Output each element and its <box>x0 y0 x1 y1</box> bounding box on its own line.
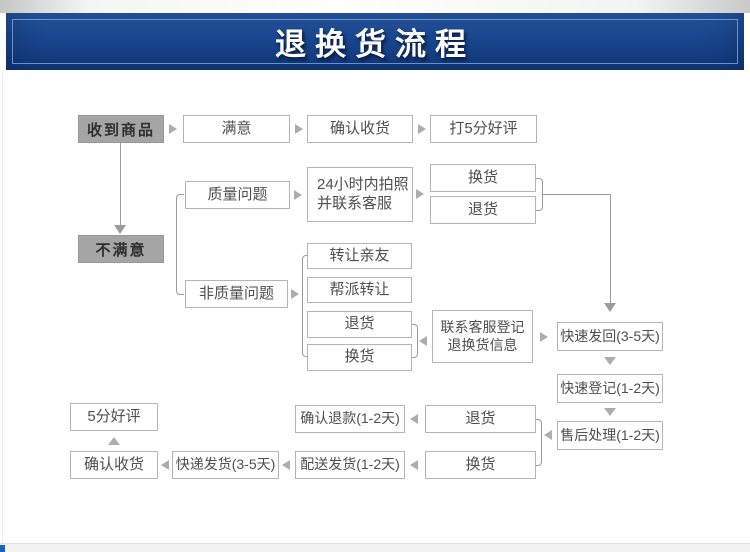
connector-line <box>120 143 121 225</box>
node-quality-issue: 质量问题 <box>185 181 290 209</box>
node-return-quality: 退货 <box>430 196 536 224</box>
node-unsatisfied: 不满意 <box>78 235 164 263</box>
arrow-left-icon <box>544 430 552 440</box>
arrow-left-icon <box>282 460 290 470</box>
bottom-blue-accent <box>0 545 5 552</box>
arrow-left-icon <box>419 336 427 346</box>
node-express-ship: 快递发货(3-5天) <box>172 451 279 479</box>
arrow-left-icon <box>410 414 418 424</box>
node-photo-24h-line2: 并联系客服 <box>317 194 393 212</box>
node-gang-transfer: 帮派转让 <box>307 277 412 303</box>
node-confirm-refund: 确认退款(1-2天) <box>295 405 405 433</box>
arrow-down-icon <box>604 357 616 365</box>
arrow-down-icon <box>604 303 616 312</box>
node-five-star-top: 打5分好评 <box>430 115 537 143</box>
node-five-star-bottom: 5分好评 <box>70 403 158 431</box>
node-dispatch-ship: 配送发货(1-2天) <box>295 451 405 479</box>
node-after-sales: 售后处理(1-2天) <box>557 421 663 450</box>
node-satisfied: 满意 <box>183 115 290 143</box>
node-return-bottom: 退货 <box>425 405 536 433</box>
arrow-right-icon <box>416 189 424 199</box>
node-non-quality-issue: 非质量问题 <box>185 280 288 308</box>
arrow-left-icon <box>161 460 169 470</box>
arrow-right-icon <box>291 289 299 299</box>
connector-line <box>610 194 611 303</box>
node-exchange-bottom: 换货 <box>425 451 536 479</box>
node-transfer-friends: 转让亲友 <box>307 243 412 269</box>
connector-line <box>543 194 610 195</box>
arrow-right-icon <box>294 190 302 200</box>
node-return-option: 退货 <box>307 311 412 338</box>
left-edge-line <box>2 70 3 543</box>
node-exchange-option: 换货 <box>307 344 412 371</box>
header-banner: 退换货流程 <box>6 13 744 70</box>
node-photo-24h-line1: 24小时内拍照 <box>317 175 409 193</box>
arrow-down-icon <box>114 225 126 234</box>
arrow-down-icon <box>604 408 616 416</box>
node-contact-cs-line1: 联系客服登记 <box>440 319 525 335</box>
node-confirm-receipt-top: 确认收货 <box>307 115 413 143</box>
bracket-connector <box>176 194 184 295</box>
top-gradient-strip <box>0 0 750 13</box>
node-fast-sendback: 快速发回(3-5天) <box>557 322 663 351</box>
bracket-connector <box>302 255 308 357</box>
node-fast-register: 快速登记(1-2天) <box>557 374 663 403</box>
node-received-goods: 收到商品 <box>78 115 164 143</box>
node-contact-customer-service: 联系客服登记 退换货信息 <box>432 310 533 363</box>
arrow-right-icon <box>295 124 303 134</box>
arrow-right-icon <box>540 332 548 342</box>
bracket-connector <box>412 324 418 358</box>
node-confirm-receipt-bottom: 确认收货 <box>70 451 158 479</box>
node-contact-cs-line2: 退换货信息 <box>447 336 518 353</box>
arrow-left-icon <box>410 460 418 470</box>
page-title: 退换货流程 <box>275 27 475 62</box>
node-exchange-quality: 换货 <box>430 164 536 192</box>
bottom-strip <box>0 543 750 552</box>
arrow-right-icon <box>418 124 426 134</box>
bracket-connector <box>536 419 542 466</box>
arrow-right-icon <box>169 124 177 134</box>
node-photo-24h: 24小时内拍照 并联系客服 <box>307 167 413 222</box>
arrow-up-icon <box>108 437 120 445</box>
bracket-connector <box>536 178 543 211</box>
